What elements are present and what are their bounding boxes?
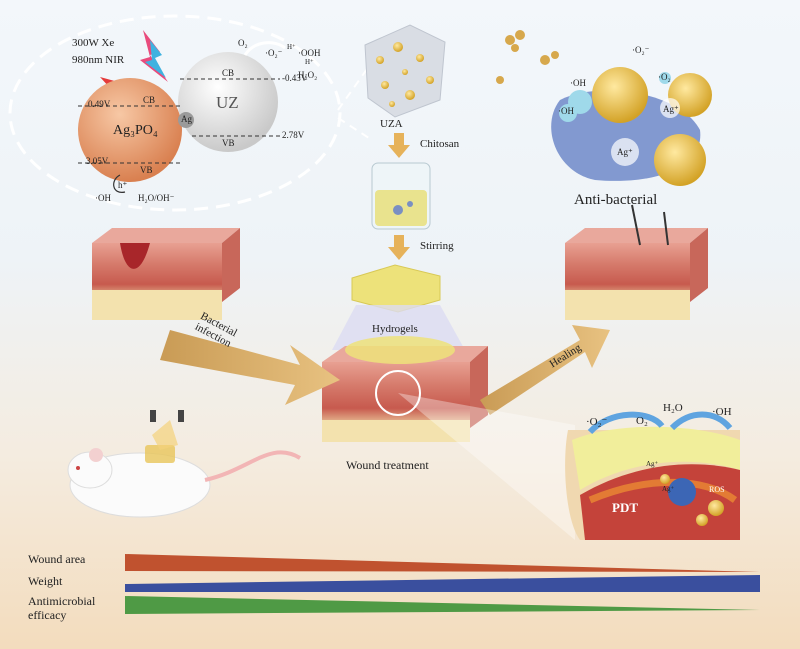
- healing-arrow: [480, 325, 610, 415]
- potential-043: -0.43V: [282, 73, 308, 83]
- hole-label: h⁺: [118, 180, 128, 190]
- antimicrobial-efficacy-label: Antimicrobial efficacy: [28, 594, 96, 622]
- ab-silver-2: Ag⁺: [617, 147, 633, 157]
- cb-left-label: CB: [143, 95, 156, 105]
- pdt-silver-1: Ag⁺: [646, 460, 659, 468]
- ooh-label: ·OOH: [298, 48, 321, 58]
- ab-hydroxyl-2: ·OH: [558, 106, 574, 116]
- potential-049: 0.49V: [88, 99, 111, 109]
- potential-278: 2.78V: [282, 130, 305, 140]
- ag3po4-label: Ag₃PO₄: [113, 123, 158, 138]
- treated-skin-block: [322, 336, 488, 442]
- potential-305: 3.05V: [86, 156, 109, 166]
- mouse-figure: [67, 410, 302, 518]
- water-label: H₂O/OH⁻: [138, 193, 175, 203]
- antibacterial-title: Anti-bacterial: [574, 192, 658, 208]
- ag-label: Ag: [181, 114, 192, 124]
- vb-left-label: VB: [140, 165, 153, 175]
- ag3po4-particle: [78, 78, 182, 182]
- pdt-silver-2: Ag⁺: [662, 485, 675, 493]
- nir-light-label: 980nm NIR: [72, 54, 125, 66]
- pdt-oxygen: O₂: [636, 415, 648, 427]
- wound-area-label: Wound area: [28, 552, 86, 566]
- ag-node: [178, 112, 194, 128]
- infection-arrow: [160, 330, 340, 405]
- wound-treatment-label: Wound treatment: [346, 458, 429, 472]
- xe-light-bolt: [140, 30, 168, 82]
- stirring-label: Stirring: [420, 240, 454, 252]
- superoxide-label: ·O₂⁻: [265, 48, 283, 58]
- uz-label: UZ: [216, 93, 239, 112]
- healed-skin-block: [565, 204, 708, 320]
- proton-label-2: H⁺: [305, 58, 314, 66]
- infected-skin-block: [92, 228, 240, 320]
- hydrogel-block: [351, 264, 441, 313]
- weight-label: Weight: [28, 574, 63, 588]
- antimicrobial-wedge: [125, 596, 760, 614]
- pdt-superoxide: ·O₂⁻: [586, 416, 608, 428]
- ab-hydroxyl-1: ·OH: [570, 78, 586, 88]
- h2o2-label: H₂O₂: [298, 70, 318, 80]
- xe-light-label: 300W Xe: [72, 37, 115, 49]
- ab-oxygen: ·O₂: [658, 72, 671, 82]
- weight-wedge: [125, 575, 760, 592]
- uz-particle: [178, 52, 278, 152]
- hydrogels-label: Hydrogels: [372, 323, 418, 335]
- pdt-panel: [565, 411, 740, 540]
- pdt-hydroxyl: ·OH: [712, 406, 732, 418]
- uza-label: UZA: [380, 118, 403, 130]
- proton-label-1: H⁺: [287, 43, 296, 51]
- bacteria-cluster: [496, 30, 712, 186]
- pdt-water: H₂O: [663, 402, 683, 414]
- ab-silver-1: Ag⁺: [663, 104, 679, 114]
- pdt-label: PDT: [612, 500, 638, 515]
- ros-label: ROS: [709, 485, 725, 494]
- band-diagram-outline: [8, 14, 342, 212]
- chitosan-label: Chitosan: [420, 138, 460, 150]
- cb-right-label: CB: [222, 68, 235, 78]
- hydroxyl-label: ·OH: [95, 193, 111, 203]
- wound-area-wedge: [125, 554, 760, 572]
- ab-superoxide: ·O₂⁻: [632, 45, 650, 55]
- vb-right-label: VB: [222, 138, 235, 148]
- o2-label: O₂: [238, 38, 248, 48]
